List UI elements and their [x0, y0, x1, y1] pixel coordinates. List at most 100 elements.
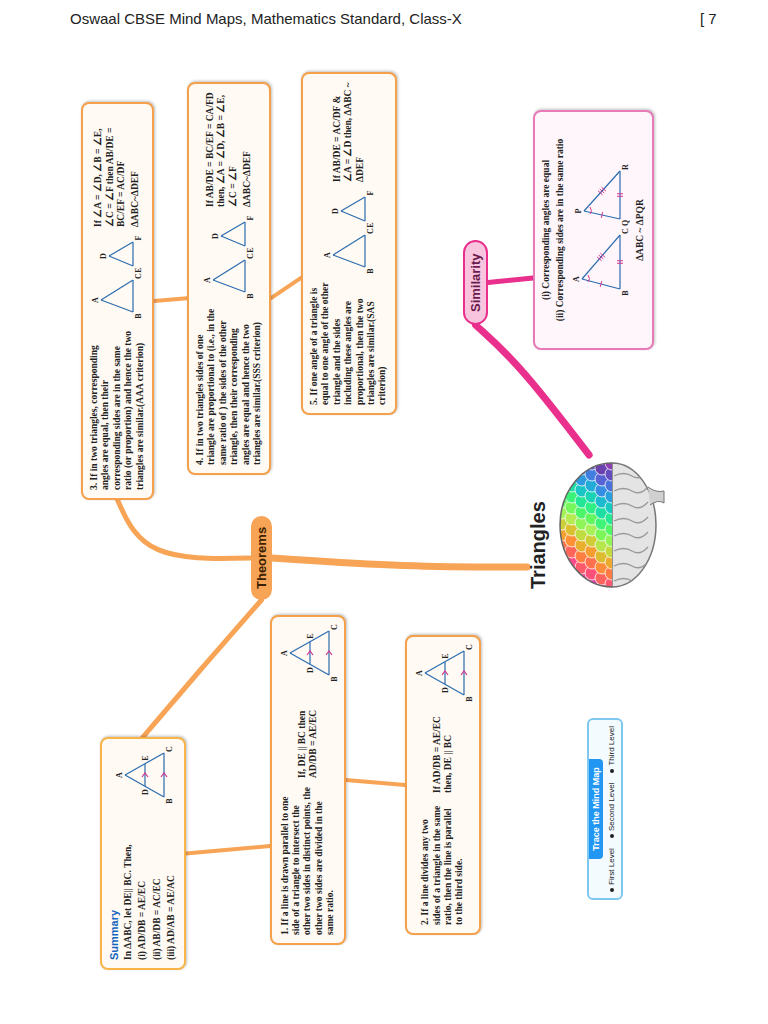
branch-label: Theorems	[254, 527, 269, 589]
box-text: (i) AD/DB = AE/EC	[137, 810, 148, 960]
text-column: 5. If one angle of a triangle is equal t…	[309, 280, 389, 405]
brain-color-lobe	[555, 571, 569, 585]
equal-ratio-tick	[617, 196, 623, 197]
text-column: (i) Corresponding angles are equal(ii) C…	[541, 120, 646, 340]
legend-bullet	[610, 888, 614, 892]
vertex-label: A	[91, 297, 100, 303]
vertex-label: A	[114, 772, 123, 778]
branch-connector	[488, 278, 533, 283]
vertex-label: A	[203, 277, 212, 283]
triangle-side	[328, 631, 329, 675]
vertex-label: E	[134, 267, 143, 272]
text-column: ADEBC	[113, 747, 173, 803]
vertex-label: D	[330, 208, 339, 214]
triangle-side	[364, 235, 365, 267]
brain-color-lobe	[555, 472, 569, 486]
vertex-label: B	[620, 290, 629, 295]
branch-pill: Similarity	[463, 240, 488, 325]
text-column: 2. If a line divides any two sides of a …	[420, 800, 466, 925]
legend-bullet	[610, 769, 614, 773]
triangle-side	[101, 300, 133, 312]
brain-color-lobe	[575, 582, 589, 595]
text-column: ABCDEF	[201, 214, 257, 298]
box-text: (i) Corresponding angles are equal	[541, 120, 552, 340]
box-text: If AB/DE = AC/DF & ∠A = ∠D then, ΔABC ~ …	[332, 82, 366, 182]
vertex-label: A	[571, 276, 580, 282]
legend-text: First Level	[607, 848, 616, 885]
legend-bullet	[610, 834, 614, 838]
triangle-figure: ABCPQR	[570, 165, 632, 295]
box-text: 3. If in two triangles, corresponding an…	[89, 325, 146, 490]
triangle-side	[584, 171, 620, 211]
brain-color-lobe	[605, 455, 619, 459]
theorem-box: 2. If a line divides any two sides of a …	[405, 635, 481, 935]
brain-color-lobe	[585, 455, 599, 459]
page-header: [ 7	[700, 10, 717, 27]
brain-color-lobe	[555, 560, 569, 574]
brain-color-lobe	[575, 455, 589, 464]
legend-item: First Level	[607, 848, 616, 892]
box-text: In ΔABC, let DE|| BC. Then,	[123, 810, 134, 960]
vertex-label: C	[164, 746, 173, 752]
vertex-label: P	[573, 209, 582, 214]
brain-color-lobe	[565, 455, 579, 459]
brain-stem	[648, 487, 664, 505]
vertex-label: E	[441, 653, 450, 658]
angle-mark	[590, 207, 592, 214]
box-text: (ii) Corresponding sides are in the same…	[555, 120, 566, 340]
box-text: If, DE || BC then AD/DB = AE/EC	[297, 688, 320, 778]
text-column: If AB/DE = BC/EF = CA/FD then, ∠A = ∠D, …	[205, 92, 254, 207]
brain-color-lobe	[565, 577, 579, 591]
legend-item: Third Level	[607, 726, 616, 773]
legend-row: First LevelSecond LevelThird Level	[607, 726, 616, 892]
box-text: (iii) AD/AB = AE/AC	[166, 810, 177, 960]
triangle-side	[101, 280, 133, 300]
equal-ratio-tick	[597, 257, 602, 261]
parallel-mark	[442, 671, 448, 675]
theorem-box: 3. If in two triangles, corresponding an…	[81, 102, 154, 500]
vertex-label: C	[246, 253, 255, 259]
parallel-mark	[142, 773, 148, 777]
theorem-box: 1. If a line is drawn parallel to one si…	[270, 615, 346, 945]
triangle-side	[109, 256, 133, 266]
branch-connector	[143, 600, 262, 737]
vertex-label: F	[246, 216, 255, 221]
brain-fold	[614, 472, 648, 478]
vertex-label: E	[246, 247, 255, 252]
equal-ratio-tick	[617, 260, 623, 261]
vertex-label: D	[99, 253, 108, 259]
triangle-figure: ABCDEF	[201, 214, 257, 298]
text-column: If ∠A = ∠D, ∠B = ∠E, ∠C = ∠F then AB/DE …	[93, 112, 142, 227]
theorem-box: 5. If one angle of a triangle is equal t…	[301, 72, 397, 415]
angle-mark	[588, 275, 590, 282]
branch-connector	[154, 298, 187, 301]
text-column: ABCDEF	[321, 189, 377, 273]
theorem-box: 4. If in two triangles sides of one tria…	[187, 82, 271, 475]
equal-ratio-tick	[617, 263, 623, 264]
brain-color-lobe	[555, 461, 569, 475]
vertex-label: C	[330, 624, 339, 630]
vertex-label: D	[140, 789, 149, 795]
vertex-label: C	[465, 644, 474, 650]
text-column: 3. If in two triangles, corresponding an…	[89, 325, 146, 490]
triangle-side	[109, 242, 133, 256]
vertex-label: B	[134, 313, 143, 318]
box-text: 4. If in two triangles sides of one tria…	[195, 305, 263, 465]
triangle-side	[444, 662, 445, 684]
triangle-side	[341, 197, 365, 211]
branch-connector	[186, 846, 270, 854]
triangle-figure: ABCDEF	[89, 234, 145, 318]
vertex-label: B	[465, 696, 474, 701]
triangle-side	[582, 279, 620, 289]
vertex-label: D	[441, 687, 450, 693]
triangle-side	[309, 642, 310, 664]
vertex-label: D	[306, 667, 315, 673]
vertex-label: D	[211, 233, 220, 239]
vertex-label: E	[140, 755, 149, 760]
branch-connector	[346, 780, 405, 785]
text-column: If AB/DE = AC/DF & ∠A = ∠D then, ΔABC ~ …	[332, 82, 366, 182]
text-column: ADEBC	[278, 625, 338, 681]
vertex-label: C	[365, 228, 374, 234]
triangle-side	[133, 242, 134, 266]
vertex-label: A	[322, 252, 331, 258]
